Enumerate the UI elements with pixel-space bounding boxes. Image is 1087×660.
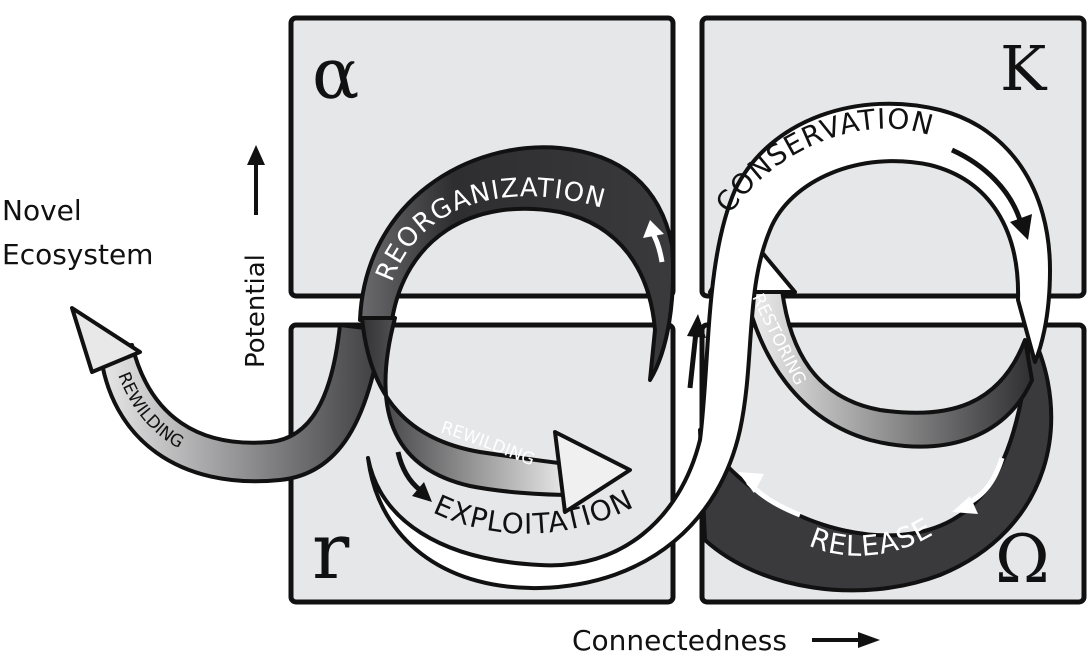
novel-ecosystem-label-line1: Novel [2,194,82,227]
release-flow-arrowhead-right [952,496,978,514]
conservation-flow-arrowhead [1010,214,1032,240]
axis-potential-arrowhead [247,145,265,165]
quadrant-kappa-symbol: K [1000,32,1048,105]
conservation-flow-arrow [950,147,1023,221]
exploitation-conservation-band [366,101,1052,591]
rewilding-center-arrowhead [553,430,632,514]
exploitation-rise-arrowhead [687,314,706,338]
reorganization-band [358,145,676,382]
axis-connectedness-arrowhead [858,632,880,648]
novel-ecosystem-label-line2: Ecosystem [2,238,153,271]
exploitation-rise-arrow [687,331,699,389]
quadrant-r-symbol: r [312,507,350,597]
reorganization-flow-arrowhead [643,220,664,238]
axis-potential-label: Potential [241,254,271,368]
exploitation-flow-arrowhead [412,482,432,502]
quadrant-alpha-symbol: α [312,33,359,115]
exploitation-flow-arrow [395,451,422,492]
release-flow-arrowhead-left [738,472,764,493]
restoring-band [743,288,1034,449]
rewilding-left-arrowhead [70,306,142,374]
axis-connectedness-label: Connectedness [572,624,787,657]
